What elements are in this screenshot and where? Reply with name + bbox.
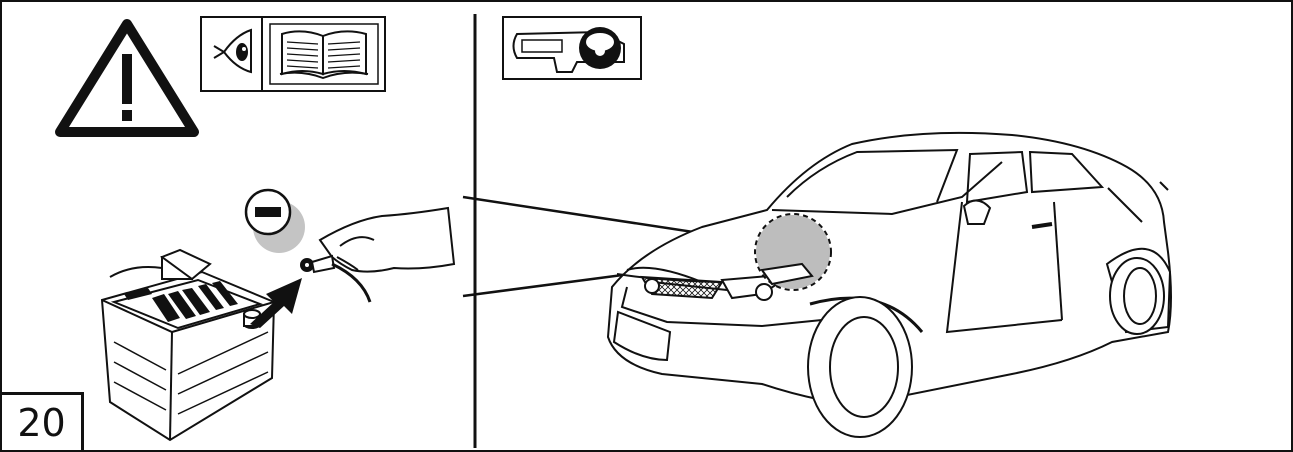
hand-holding-terminal [301,208,454,302]
minus-sign-icon [246,190,305,253]
dashboard-steering-wheel-icon [503,17,641,79]
warning-triangle-icon [60,24,194,132]
read-manual-icon-box [201,17,385,91]
step-number: 20 [17,404,65,442]
step-number-box: 20 [2,392,84,450]
car [608,133,1171,437]
battery [102,250,274,440]
